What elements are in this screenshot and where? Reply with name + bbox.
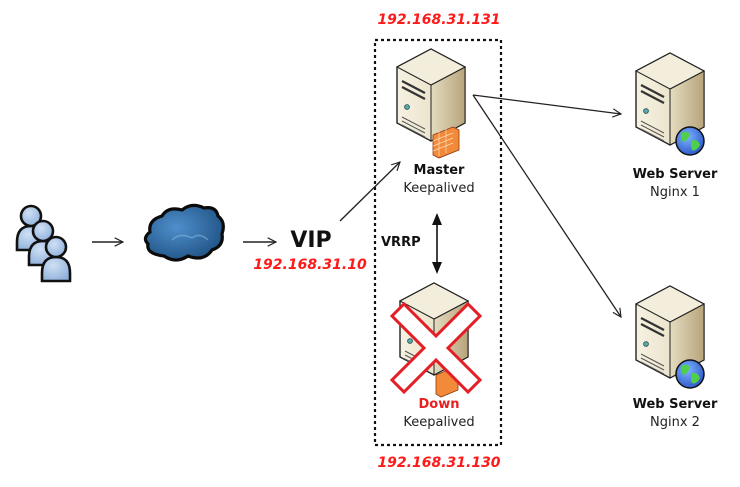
vrrp-label: VRRP (381, 235, 421, 250)
arrow-vip-to-master (339, 162, 400, 222)
firewall-icon (432, 126, 460, 159)
web-server-2-icon (634, 284, 706, 389)
web-server-1-icon (634, 51, 706, 156)
master-ip: 192.168.31.131 (377, 12, 501, 28)
users-icon (15, 204, 72, 283)
master-server-icon (395, 47, 467, 159)
web2-role-label: Web Server (632, 397, 718, 412)
vip-ip: 192.168.31.10 (253, 257, 367, 273)
web1-software-label: Nginx 1 (650, 185, 700, 200)
backup-status-label: Down (418, 397, 460, 412)
keepalived-cluster-box (373, 38, 503, 447)
web1-role-label: Web Server (632, 167, 718, 182)
globe-icon (675, 126, 705, 156)
cloud-icon (143, 203, 225, 262)
master-role-label: Master (413, 163, 465, 178)
globe-icon (675, 359, 705, 389)
backup-ip: 192.168.31.130 (377, 455, 501, 471)
master-software-label: Keepalived (403, 181, 475, 196)
vip-label: VIP (290, 228, 332, 253)
web2-software-label: Nginx 2 (650, 415, 700, 430)
arrow-master-to-web1 (472, 94, 621, 114)
backup-software-label: Keepalived (403, 415, 475, 430)
arrow-master-to-web2 (472, 94, 621, 317)
failure-x-icon (389, 301, 483, 395)
